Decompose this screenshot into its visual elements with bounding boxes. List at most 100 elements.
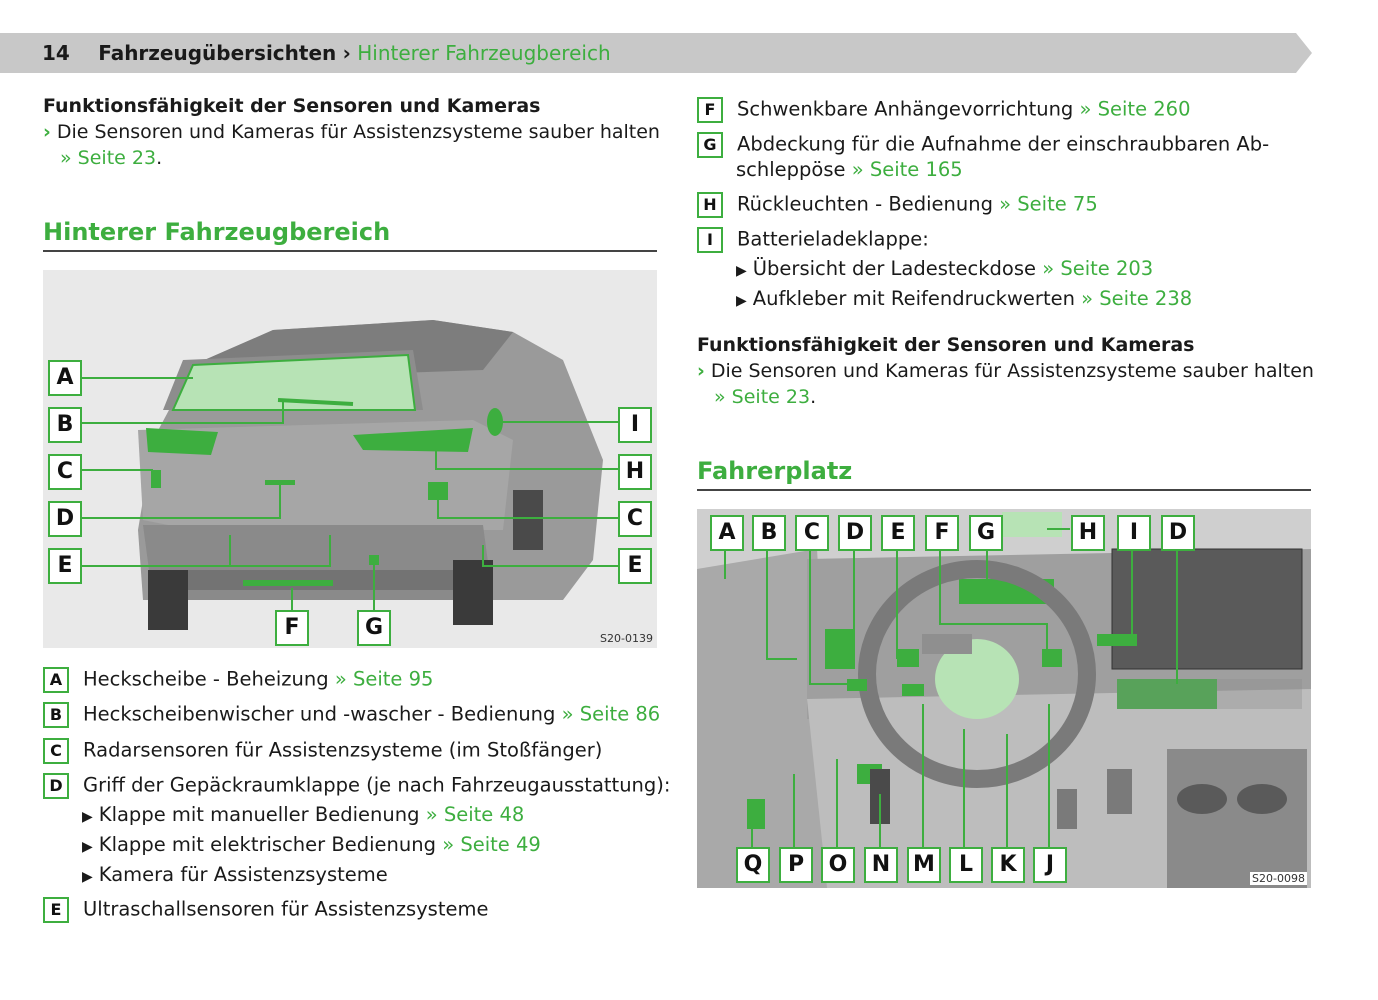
callout-g: G bbox=[969, 515, 1003, 551]
legend-text: Griff der Gepäckraumklappe (je nach Fahr… bbox=[83, 773, 671, 797]
legend-text: Ultraschallsensoren für Assistenzsysteme bbox=[83, 897, 489, 921]
callout-c-right: C bbox=[618, 501, 652, 537]
page-link[interactable]: » Seite 49 bbox=[442, 833, 541, 856]
page-link[interactable]: » Seite 75 bbox=[999, 192, 1098, 216]
legend-text: Rückleuchten - Bedienung bbox=[737, 192, 993, 216]
bullet-end: . bbox=[810, 386, 817, 408]
callout-c: C bbox=[48, 454, 82, 490]
sensor-heading-left: Funktionsfähigkeit der Sensoren und Kame… bbox=[43, 95, 541, 117]
legend-text: Batterieladeklappe: bbox=[737, 227, 929, 251]
legend-key: C bbox=[43, 738, 69, 764]
section-divider bbox=[43, 250, 657, 252]
callout-h: H bbox=[618, 454, 652, 490]
triangle-bullet-icon: ▶ bbox=[82, 869, 93, 885]
triangle-bullet-icon: ▶ bbox=[82, 839, 93, 855]
legend-key: H bbox=[697, 192, 723, 218]
bullet-end: . bbox=[156, 147, 163, 169]
callout-d: D bbox=[838, 515, 872, 551]
legend-key: E bbox=[43, 897, 69, 923]
subsection-title: Hinterer Fahrzeugbereich bbox=[357, 41, 611, 65]
page-link[interactable]: » Seite 95 bbox=[334, 667, 434, 691]
sub-item-tyre-pressure: ▶Aufkleber mit Reifendruckwerten » Seite… bbox=[736, 287, 1193, 310]
legend-key: A bbox=[43, 667, 69, 693]
sub-item-camera: ▶Kamera für Assistenzsysteme bbox=[82, 863, 388, 886]
callout-d-right: D bbox=[1161, 515, 1195, 551]
callout-d: D bbox=[48, 501, 82, 537]
sub-item-manual: ▶Klappe mit manueller Bedienung » Seite … bbox=[82, 803, 525, 826]
sensor-bullet-left: ›Die Sensoren und Kameras für Assistenzs… bbox=[43, 119, 660, 171]
triangle-bullet-icon: ▶ bbox=[82, 809, 93, 825]
legend-key: B bbox=[43, 702, 69, 728]
callout-e-right: E bbox=[618, 548, 652, 584]
section-divider bbox=[697, 489, 1311, 491]
callout-h: H bbox=[1071, 515, 1105, 551]
page-link[interactable]: » Seite 23 bbox=[60, 147, 157, 169]
page-link[interactable]: » Seite 260 bbox=[1079, 97, 1191, 121]
legend-text: Heckscheibenwischer und -wascher - Bedie… bbox=[83, 702, 556, 726]
sub-item-electric: ▶Klappe mit elektrischer Bedienung » Sei… bbox=[82, 833, 541, 856]
sensor-heading-right: Funktionsfähigkeit der Sensoren und Kame… bbox=[697, 334, 1195, 356]
page-header: 14 Fahrzeugübersichten › Hinterer Fahrze… bbox=[0, 33, 1312, 73]
callout-p: P bbox=[779, 847, 813, 883]
legend-key: D bbox=[43, 773, 69, 799]
legend-item-a: A Heckscheibe - Beheizung » Seite 95 bbox=[43, 667, 433, 693]
legend-text: Radarsensoren für Assistenzsysteme (im S… bbox=[83, 738, 603, 762]
bullet-text: Die Sensoren und Kameras für Assistenzsy… bbox=[710, 360, 1314, 382]
callout-o: O bbox=[821, 847, 855, 883]
page-link[interactable]: » Seite 203 bbox=[1042, 257, 1154, 280]
callout-i: I bbox=[618, 407, 652, 443]
callout-a: A bbox=[48, 360, 82, 396]
figure-code: S20-0098 bbox=[1250, 872, 1307, 885]
sensor-bullet-right: ›Die Sensoren und Kameras für Assistenzs… bbox=[697, 358, 1314, 410]
callout-n: N bbox=[864, 847, 898, 883]
callout-j: J bbox=[1033, 847, 1067, 883]
callout-e: E bbox=[881, 515, 915, 551]
page-link[interactable]: » Seite 86 bbox=[561, 702, 661, 726]
chevron-icon: › bbox=[43, 121, 51, 143]
breadcrumb-separator: › bbox=[342, 41, 351, 65]
figure-code: S20-0139 bbox=[600, 632, 653, 645]
callout-i: I bbox=[1117, 515, 1151, 551]
legend-key: F bbox=[697, 97, 723, 123]
page-link[interactable]: » Seite 238 bbox=[1081, 287, 1193, 310]
legend-text: Heckscheibe - Beheizung bbox=[83, 667, 329, 691]
callout-f: F bbox=[275, 610, 309, 646]
page-number: 14 bbox=[42, 41, 70, 65]
section-title: Fahrzeugübersichten bbox=[98, 41, 337, 65]
legend-item-i: I Batterieladeklappe: bbox=[697, 227, 929, 253]
triangle-bullet-icon: ▶ bbox=[736, 293, 747, 309]
callout-f: F bbox=[925, 515, 959, 551]
legend-key: I bbox=[697, 227, 723, 253]
legend-item-g-cont: schleppöse » Seite 165 bbox=[736, 158, 963, 181]
legend-item-d: D Griff der Gepäckraumklappe (je nach Fah… bbox=[43, 773, 670, 799]
callout-b: B bbox=[48, 407, 82, 443]
legend-item-e: E Ultraschallsensoren für Assistenzsystem… bbox=[43, 897, 488, 923]
callout-a: A bbox=[710, 515, 744, 551]
legend-item-b: B Heckscheibenwischer und -wascher - Bedi… bbox=[43, 702, 660, 728]
callout-l: L bbox=[949, 847, 983, 883]
callout-e: E bbox=[48, 548, 82, 584]
bullet-text: Die Sensoren und Kameras für Assistenzsy… bbox=[56, 121, 660, 143]
legend-item-c: C Radarsensoren für Assistenzsysteme (im … bbox=[43, 738, 602, 764]
sub-item-charging-socket: ▶Übersicht der Ladesteckdose » Seite 203 bbox=[736, 257, 1154, 280]
legend-item-h: H Rückleuchten - Bedienung » Seite 75 bbox=[697, 192, 1098, 218]
callout-q: Q bbox=[736, 847, 770, 883]
callout-m: M bbox=[907, 847, 941, 883]
rear-car-illustration bbox=[79, 320, 621, 630]
triangle-bullet-icon: ▶ bbox=[736, 263, 747, 279]
callout-b: B bbox=[752, 515, 786, 551]
page-link[interactable]: » Seite 48 bbox=[425, 803, 525, 826]
legend-key: G bbox=[697, 132, 723, 158]
callout-g: G bbox=[357, 610, 391, 646]
driver-section-title: Fahrerplatz bbox=[697, 457, 853, 485]
callout-c: C bbox=[795, 515, 829, 551]
chevron-icon: › bbox=[697, 360, 705, 382]
driver-cockpit-figure: A B C D E F G H I D Q P O N M L K J S20-… bbox=[697, 509, 1311, 888]
rear-vehicle-figure: A B C D E I H C E F G S20-0139 bbox=[43, 270, 657, 648]
legend-item-f: F Schwenkbare Anhängevorrichtung » Seite … bbox=[697, 97, 1191, 123]
page-link[interactable]: » Seite 165 bbox=[851, 158, 963, 181]
legend-text: Schwenkbare Anhängevorrichtung bbox=[737, 97, 1074, 121]
page-link[interactable]: » Seite 23 bbox=[714, 386, 811, 408]
header-bar-shape bbox=[0, 33, 1312, 73]
